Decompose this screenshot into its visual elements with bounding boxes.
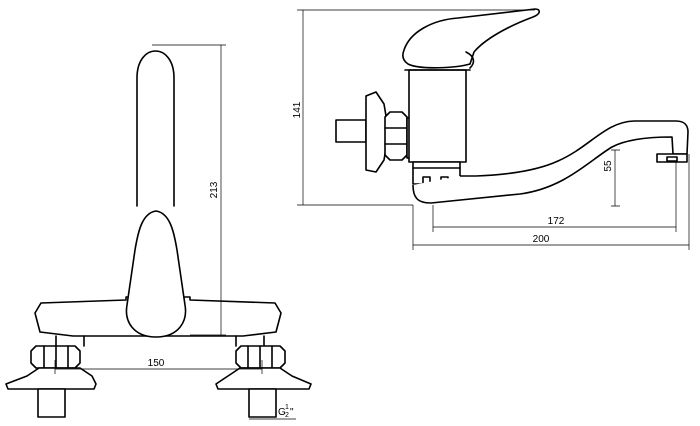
thread-fraction-num: 1 — [285, 404, 289, 411]
left-connector — [5, 335, 97, 418]
right-escutcheon — [215, 367, 312, 390]
dimension-200-label: 200 — [533, 234, 550, 245]
dimension-spacing: 150 — [54, 358, 263, 374]
thread-letter: G — [278, 407, 286, 418]
dimension-height-front: 213 — [152, 44, 226, 336]
dimension-141-label: 141 — [292, 101, 303, 118]
side-view: 141 55 172 200 — [292, 8, 690, 250]
thread-suffix: " — [290, 407, 294, 418]
side-spout — [412, 120, 689, 204]
dimension-total: 200 — [412, 154, 690, 250]
dimension-height-side: 141 — [292, 9, 535, 206]
spout-aerator-tip — [666, 156, 678, 162]
side-lever — [402, 8, 541, 69]
spout-tube — [136, 50, 175, 207]
dimension-172-label: 172 — [548, 216, 565, 227]
front-view: 213 150 G 1 2 " — [5, 44, 312, 420]
dimension-213-label: 213 — [209, 181, 220, 198]
left-inlet-pipe — [37, 388, 66, 418]
side-hex-nut — [384, 111, 408, 161]
cartridge-body — [408, 69, 467, 163]
dimension-reach: 172 — [432, 162, 677, 232]
dimension-outlet-height: 55 — [603, 149, 620, 207]
lever-handle — [125, 210, 187, 338]
dimension-thread: G 1 2 " — [249, 404, 296, 420]
right-inlet-pipe — [248, 388, 277, 418]
left-escutcheon — [5, 367, 97, 390]
wall-connector-pipe — [335, 119, 367, 143]
dimension-150-label: 150 — [148, 358, 165, 369]
dimension-55-label: 55 — [603, 160, 614, 172]
wall-flange — [365, 91, 387, 173]
right-connector — [215, 335, 312, 418]
thread-fraction-den: 2 — [285, 412, 289, 419]
